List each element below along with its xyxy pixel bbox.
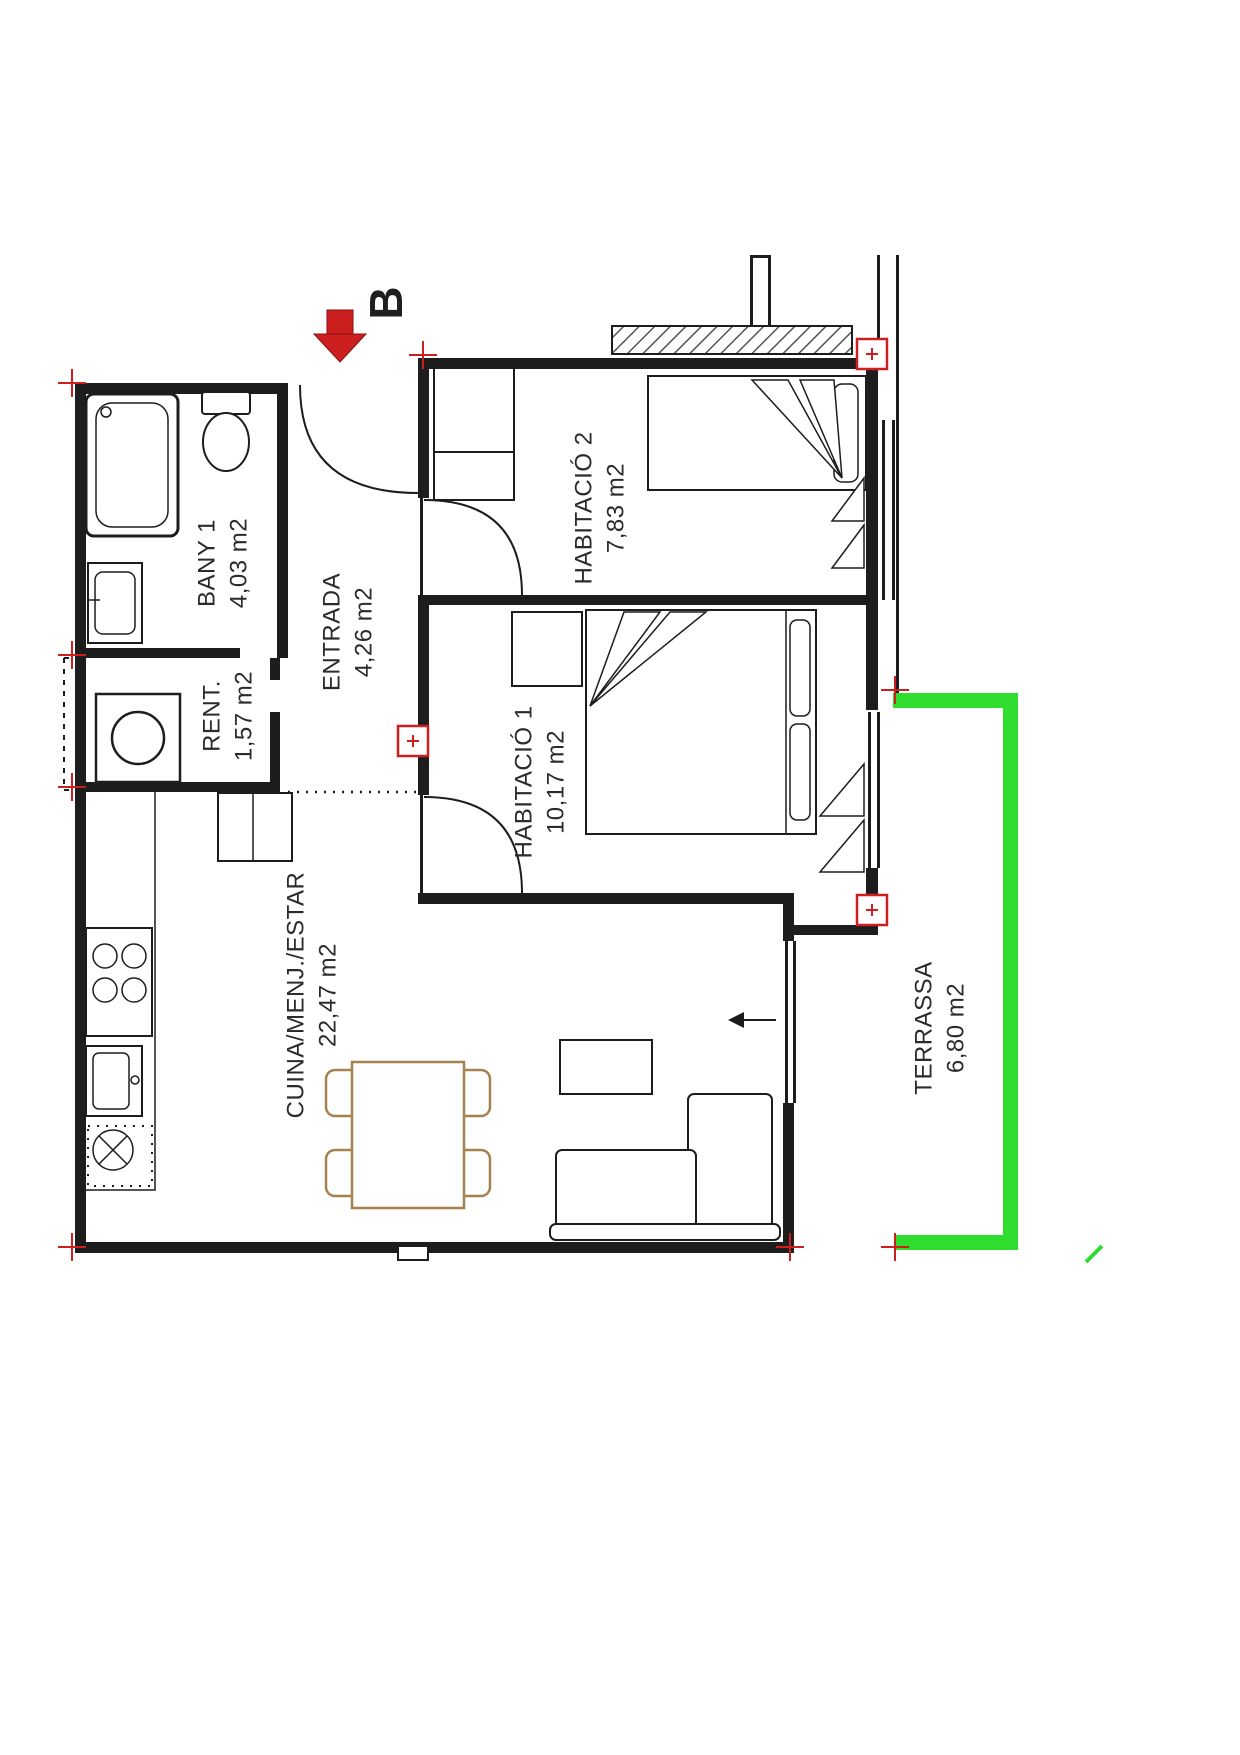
- radiator: [611, 325, 853, 355]
- window-casement-habitacio1: [818, 761, 865, 873]
- dining-set: [324, 1060, 492, 1210]
- room-label-cuina: CUINA/MENJ./ESTAR 22,47 m2: [280, 872, 343, 1119]
- room-name: HABITACIÓ 1: [510, 705, 538, 859]
- kitchen-counter: [86, 792, 293, 1191]
- room-name: TERRASSA: [910, 961, 938, 1095]
- room-area: 6,80 m2: [942, 982, 969, 1074]
- wardrobe-habitacio2: [433, 367, 515, 501]
- room-name: ENTRADA: [318, 572, 346, 692]
- sliding-door-arrow: [728, 1012, 776, 1028]
- washing-machine: [94, 692, 182, 784]
- stove: [85, 927, 153, 1037]
- tv-unit: [559, 1039, 653, 1095]
- bathtub: [84, 392, 180, 538]
- room-area: 7,83 m2: [602, 462, 629, 554]
- section-arrow: [312, 309, 368, 363]
- room-name: BANY 1: [193, 519, 221, 607]
- kitchen-sink: [85, 1045, 143, 1117]
- room-label-entrada: ENTRADA 4,26 m2: [316, 573, 379, 691]
- room-area: 4,26 m2: [350, 586, 377, 678]
- room-area: 4,03 m2: [225, 517, 252, 609]
- upper-wall-stubs: [750, 255, 899, 693]
- room-label-terrassa: TERRASSA 6,80 m2: [908, 961, 971, 1094]
- terrace-highlight: [893, 693, 1104, 1264]
- room-label-bany1: BANY 1 4,03 m2: [191, 518, 254, 608]
- doors: [288, 384, 523, 895]
- room-area: 10,17 m2: [542, 729, 569, 835]
- section-label-b: B: [360, 286, 412, 320]
- toilet: [201, 391, 251, 472]
- dimension-ticks: [58, 341, 909, 1261]
- windows: [785, 420, 895, 1103]
- service-shaft-dashed: [63, 657, 75, 791]
- dishwasher-drain: [87, 1125, 153, 1187]
- room-name: RENT.: [198, 680, 226, 752]
- room-area: 22,47 m2: [314, 942, 341, 1048]
- room-area: 1,57 m2: [230, 670, 257, 762]
- bathroom-sink: [87, 562, 143, 644]
- bed-habitacio1: [585, 609, 817, 835]
- window-casement-habitacio2: [830, 475, 865, 569]
- sofa: [549, 1093, 781, 1241]
- room-name: CUINA/MENJ./ESTAR: [282, 871, 310, 1119]
- room-name: HABITACIÓ 2: [570, 431, 598, 585]
- room-label-rentador: RENT. 1,57 m2: [196, 671, 259, 761]
- bed-habitacio2: [647, 375, 867, 491]
- room-label-habitacio2: HABITACIÓ 2 7,83 m2: [568, 431, 631, 584]
- nightstand-habitacio1: [511, 611, 583, 687]
- walls: [75, 350, 878, 1261]
- reference-markers: [396, 337, 889, 927]
- room-label-habitacio1: HABITACIÓ 1 10,17 m2: [508, 705, 571, 858]
